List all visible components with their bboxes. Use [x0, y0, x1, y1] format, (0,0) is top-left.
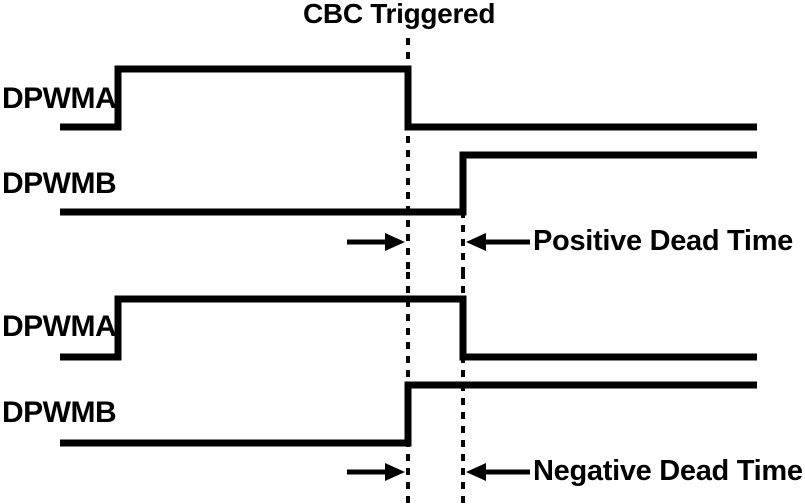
waveform-dpwma-positive: [60, 65, 757, 131]
positive-dead-time-arrow-right: [466, 233, 530, 251]
signal-label-dpwmb-positive: DPWMB: [2, 167, 117, 200]
waveform-dpwmb-negative: [60, 381, 757, 447]
positive-dead-time-label: Positive Dead Time: [533, 225, 794, 257]
waveform-dpwmb-positive: [60, 151, 757, 216]
negative-dead-time-arrow-right: [466, 463, 530, 481]
negative-dead-time-arrow-left: [347, 463, 405, 481]
signal-label-dpwmb-negative: DPWMB: [2, 396, 117, 429]
signal-label-dpwma-positive: DPWMA: [2, 82, 117, 115]
positive-dead-time-arrow-left: [347, 233, 405, 251]
signal-label-dpwma-negative: DPWMA: [2, 310, 117, 343]
waveform-dpwma-negative: [60, 295, 757, 361]
negative-dead-time-label: Negative Dead Time: [533, 455, 803, 487]
cbc-trigger-title: CBC Triggered: [303, 0, 496, 29]
